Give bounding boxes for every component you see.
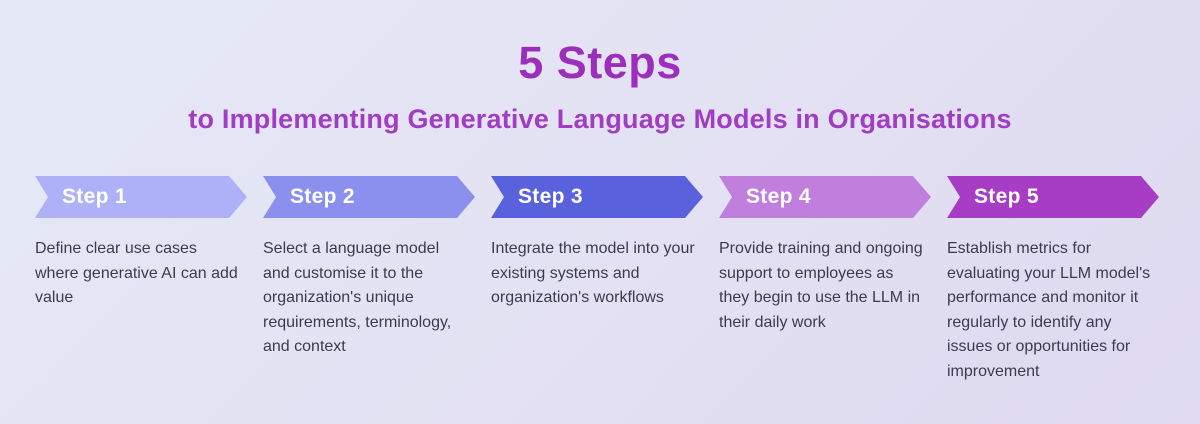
step-4-label: Step 4 [746,185,811,208]
step-column-4: Step 4 Provide training and ongoing supp… [719,176,931,384]
page-subtitle: to Implementing Generative Language Mode… [188,103,1012,134]
step-3-description: Integrate the model into your existing s… [491,240,695,306]
step-4-description: Provide training and ongoing support to … [719,240,923,331]
header: 5 Steps to Implementing Generative Langu… [0,0,1200,135]
step-1-arrow-banner: Step 1 [35,176,247,218]
step-5-arrow-banner: Step 5 [947,176,1159,218]
step-1-label: Step 1 [62,185,127,208]
page-title: 5 Steps [518,37,682,88]
step-2-description: Select a language model and customise it… [263,240,452,355]
step-5-description: Establish metrics for evaluating your LL… [947,240,1151,380]
step-column-2: Step 2 Select a language model and custo… [263,176,475,384]
step-column-5: Step 5 Establish metrics for evaluating … [947,176,1159,384]
step-2-label: Step 2 [290,185,355,208]
step-column-1: Step 1 Define clear use cases where gene… [35,176,247,384]
steps-row: Step 1 Define clear use cases where gene… [35,176,1159,384]
step-4-arrow-banner: Step 4 [719,176,931,218]
step-3-arrow-banner: Step 3 [491,176,703,218]
step-1-description: Define clear use cases where generative … [35,240,238,306]
step-3-label: Step 3 [518,185,583,208]
step-column-3: Step 3 Integrate the model into your exi… [491,176,703,384]
step-5-label: Step 5 [974,185,1039,208]
step-2-arrow-banner: Step 2 [263,176,475,218]
